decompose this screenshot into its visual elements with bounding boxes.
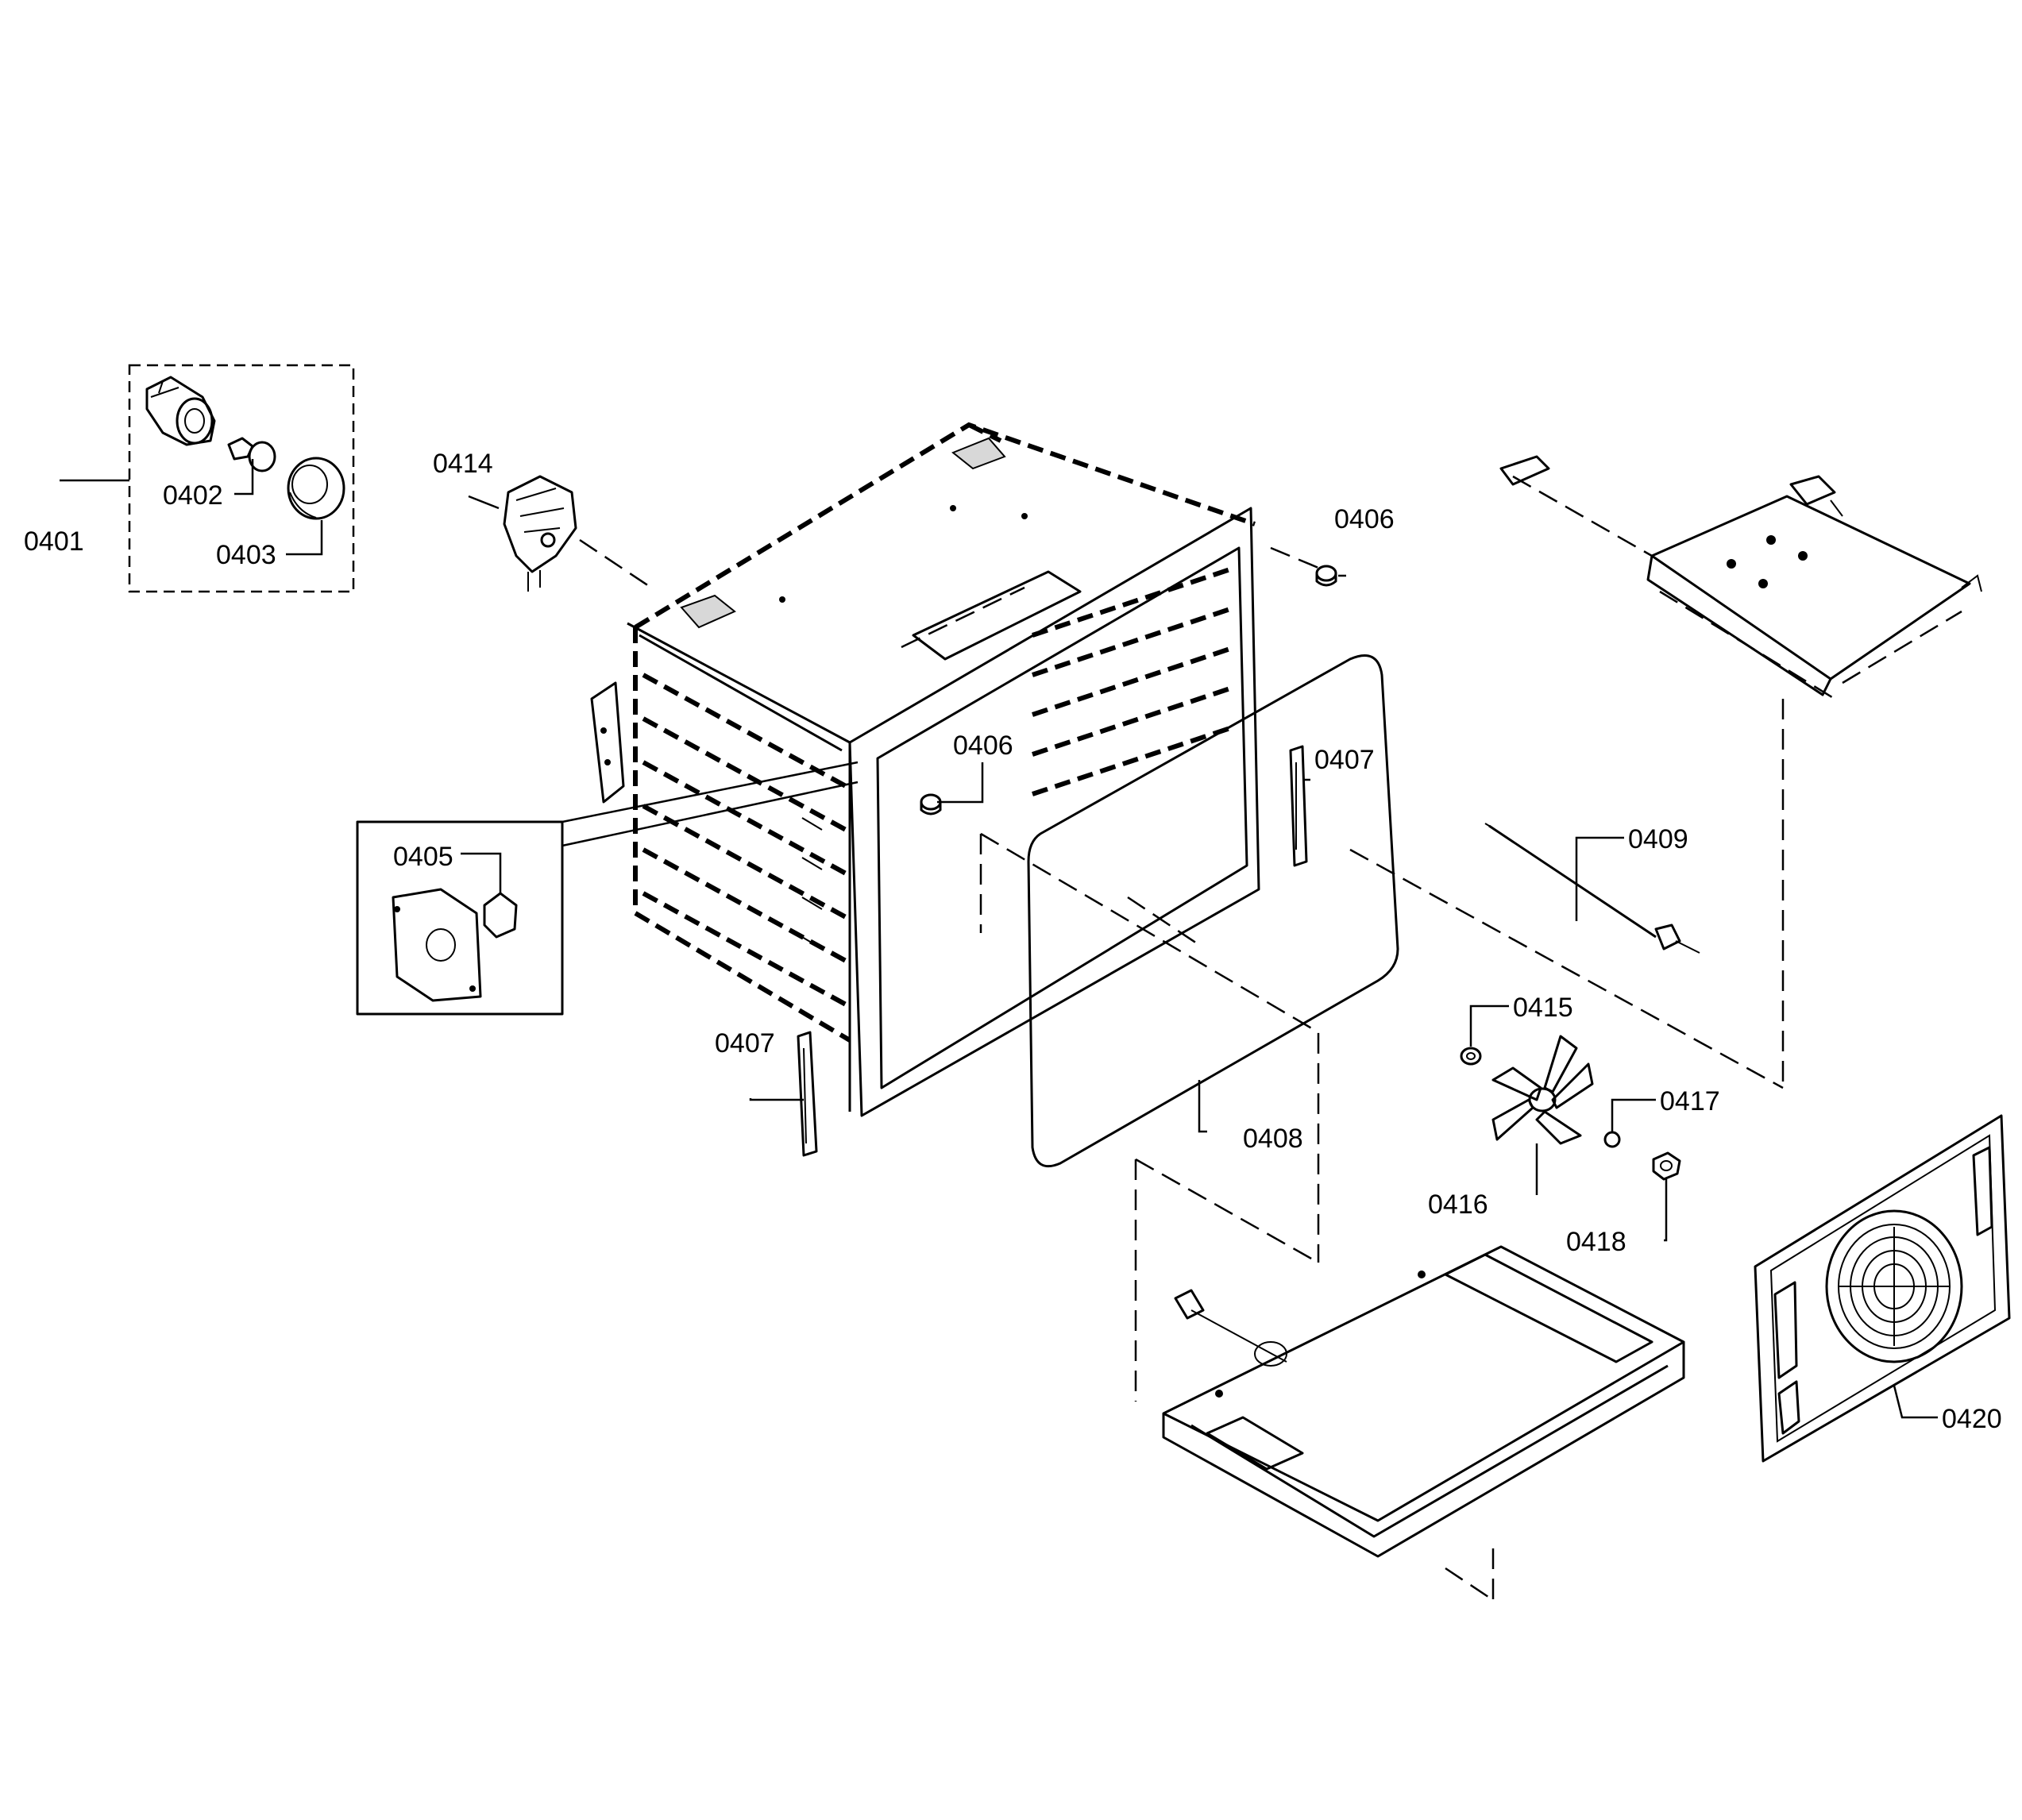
- label-0417: 0417: [1660, 1086, 1720, 1116]
- lamp-assembly-dashed-box: [128, 364, 355, 593]
- screw-lower-part: [920, 793, 942, 816]
- rack-support-right-part: [1289, 745, 1308, 867]
- convection-fan-blade-part: [1491, 1035, 1594, 1145]
- part-labels: 0401 0402 0403 0414 0406 0406 0407 0407 …: [24, 449, 2002, 1434]
- label-0405: 0405: [393, 842, 453, 872]
- fan-nut-part: [1603, 1131, 1621, 1148]
- label-0408: 0408: [1243, 1124, 1303, 1154]
- lamp-bulb-part: [227, 437, 276, 472]
- label-0406-upper: 0406: [1334, 504, 1395, 534]
- label-0418: 0418: [1566, 1227, 1626, 1257]
- fan-washer-part: [1460, 1047, 1482, 1066]
- label-0420: 0420: [1942, 1404, 2002, 1434]
- door-gasket-part: [979, 654, 1399, 1263]
- label-0409: 0409: [1628, 824, 1688, 854]
- screw-upper-part: [1270, 546, 1337, 587]
- door-lock-part: [503, 475, 652, 592]
- label-0407-right: 0407: [1314, 745, 1375, 775]
- label-0402: 0402: [163, 480, 223, 511]
- temperature-sensor-part: [1484, 823, 1700, 954]
- lamp-assembly-group: [128, 364, 355, 593]
- label-0406-lower: 0406: [953, 731, 1013, 761]
- convection-top-assembly-part: [1349, 455, 1982, 1089]
- label-0416: 0416: [1428, 1190, 1488, 1220]
- rear-convection-panel-part: [1754, 1114, 2011, 1463]
- label-0415: 0415: [1513, 993, 1573, 1023]
- label-0407-left: 0407: [715, 1028, 775, 1058]
- fan-nut-cap-part: [1652, 1151, 1681, 1181]
- label-0401: 0401: [24, 526, 84, 557]
- label-0403: 0403: [216, 540, 276, 570]
- leader-lines: [60, 459, 1938, 1419]
- lamp-socket-part: [145, 376, 216, 446]
- oven-cavity-part: [590, 422, 1260, 1117]
- rack-support-left-part: [797, 1031, 818, 1157]
- bottom-heater-tray-part: [1134, 1158, 1685, 1602]
- lamp-lens-part: [287, 457, 345, 520]
- label-0414: 0414: [433, 449, 493, 479]
